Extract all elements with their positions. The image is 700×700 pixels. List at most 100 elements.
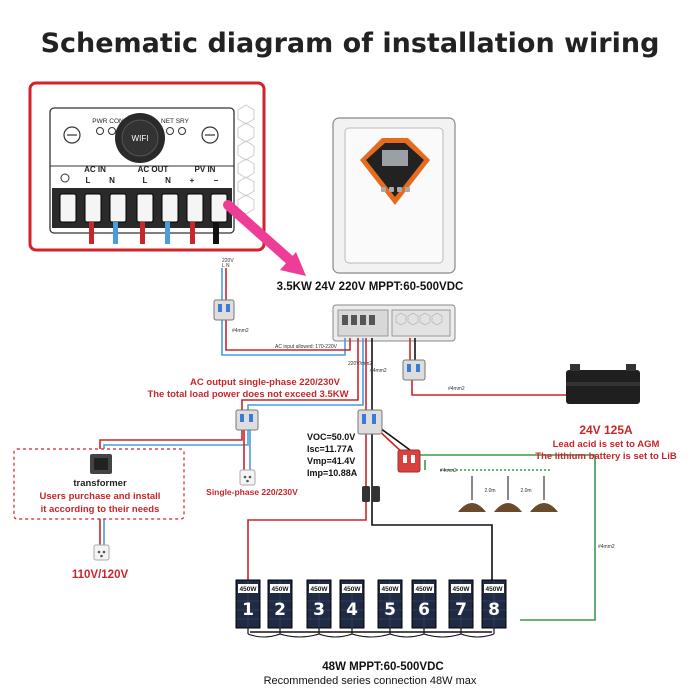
battery-rating: 24V 125A (579, 423, 633, 437)
page-title: Schematic diagram of installation wiring (41, 28, 660, 59)
pv-imp: Imp=10.88A (307, 468, 358, 478)
button-icon (405, 187, 410, 192)
ac-out-l-label: L (143, 176, 148, 185)
pv-minus-wire (213, 222, 219, 244)
panel-wattage: 450W (240, 586, 258, 593)
pv-isc: Isc=11.77A (307, 444, 354, 454)
wifi-label: WIFI (132, 134, 149, 143)
transformer-note-1: Users purchase and install (40, 491, 161, 502)
ac-out-n-wire (165, 222, 170, 244)
solar-panel: 450W 3 (306, 579, 332, 634)
ac-in-n-label: N (109, 176, 115, 185)
panel-wattage: 450W (382, 586, 400, 593)
ac-out-n-label: N (165, 176, 171, 185)
gauge-label-ac-in: #4mm2 (232, 328, 249, 334)
wall-outlet-icon (239, 469, 256, 486)
panel-wattage: 450W (344, 586, 362, 593)
sry-led-icon (178, 127, 186, 135)
input-tag: 220V (222, 258, 234, 264)
ground-rod-icon (458, 476, 486, 512)
terminal-panel: PWR CON NET SRY WIFI AC IN AC OUT PV IN … (28, 81, 266, 252)
transformer-title: transformer (73, 478, 127, 489)
pwr-con-label: PWR CON (92, 118, 124, 125)
solar-panel: 450W 5 (377, 579, 403, 634)
series-link (247, 633, 281, 638)
ac-output-breaker (235, 409, 259, 431)
series-link (351, 633, 391, 638)
pwr-led-icon (96, 127, 104, 135)
ac-input-allowed-label: AC input allowed: 170-220V (275, 344, 338, 350)
series-link (279, 633, 320, 638)
ground-icon (60, 173, 70, 183)
ac-output-limit: The total load power does not exceed 3.5… (147, 389, 348, 400)
solar-panel: 450W 4 (339, 579, 365, 634)
inverter-unit (332, 117, 456, 274)
footer-spec: 48W MPPT:60-500VDC (322, 661, 443, 673)
ac-in-n-wire (113, 222, 118, 244)
series-link (318, 633, 353, 638)
ac-in-l-label: L (86, 176, 91, 185)
pv-vmp: Vmp=41.4V (307, 456, 355, 466)
pv-breaker (357, 409, 383, 435)
net-led-icon (166, 127, 174, 135)
transformer-box: transformer Users purchase and install i… (13, 448, 185, 520)
solar-panel: 450W 8 (481, 579, 507, 634)
panel-number: 4 (346, 600, 358, 620)
surge-protector (397, 449, 421, 473)
screw-icon (63, 126, 81, 144)
transformer-icon (90, 454, 112, 474)
panel-wattage: 450W (486, 586, 504, 593)
inverter-bottom (332, 304, 456, 342)
pv-plus-wire (190, 222, 195, 244)
panel-number: 5 (384, 600, 396, 620)
gauge-label-ground-right: #4mm2 (598, 544, 615, 550)
panel-number: 6 (418, 600, 430, 620)
ground-rod-icon (494, 476, 522, 512)
outlet-label: Single-phase 220/230V (206, 487, 298, 497)
pv-minus-label: − (214, 176, 219, 185)
series-link (460, 633, 495, 638)
terminal-slot-2 (84, 193, 102, 223)
button-icon (381, 187, 386, 192)
con-led-icon (108, 127, 116, 135)
battery-agm-note: Lead acid is set to AGM (553, 439, 660, 450)
ac-cable-label: 220V/mm2 (348, 361, 372, 367)
pointer-arrow (223, 200, 306, 276)
terminal-slots (59, 193, 228, 223)
ac-output-heading: AC output single-phase 220/230V (190, 377, 341, 388)
pv-plus-label: + (190, 176, 195, 185)
solar-panel: 450W 1 (235, 579, 261, 634)
wifi-module-icon: WIFI (115, 113, 165, 163)
ac-input-breaker (213, 299, 235, 321)
battery-breaker (402, 359, 426, 381)
transformer-output: 110V/120V (72, 569, 129, 581)
panel-number: 1 (242, 600, 254, 620)
pv-voc: VOC=50.0V (307, 432, 355, 442)
ground-distance-label: 2.0m (484, 488, 495, 494)
panel-number: 7 (455, 600, 467, 620)
net-sry-label: NET SRY (161, 118, 190, 125)
panel-number: 3 (313, 600, 325, 620)
terminal-slot-6 (186, 193, 204, 223)
mc4-connector-icon (372, 486, 380, 502)
inverter-model: 3.5KW 24V 220V MPPT:60-500VDC (277, 281, 464, 293)
mc4-connector-icon (362, 486, 370, 502)
terminal-slot-5 (161, 193, 179, 223)
button-icon (389, 187, 394, 192)
panel-number: 8 (488, 600, 500, 620)
terminal-slot-1 (59, 193, 77, 223)
wall-outlet-icon (93, 544, 110, 561)
ground-rod-icon (530, 476, 558, 512)
series-link (423, 633, 462, 638)
gauge-label-battery: #4mm2 (448, 386, 465, 392)
panel-wattage: 450W (311, 586, 329, 593)
footer-note: Recommended series connection 48W max (264, 675, 477, 687)
terminal-slot-4 (136, 193, 154, 223)
battery-icon (566, 364, 640, 404)
